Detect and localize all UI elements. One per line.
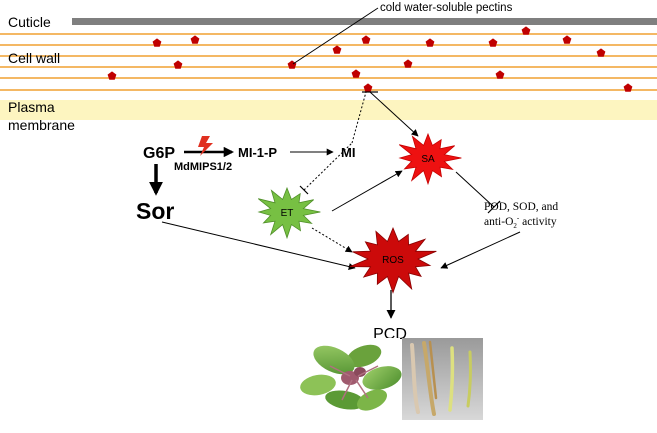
plasma-membrane-label-line1: Plasma (8, 99, 55, 115)
et-inhibit-bar (299, 185, 309, 195)
sor-to-ros-arrow (161, 221, 356, 270)
pectin-marker (521, 26, 531, 35)
mi-to-pectin-link (351, 91, 367, 144)
activity-line2: anti-O2- activity (484, 214, 557, 230)
pectin-marker (287, 60, 297, 69)
pectin-to-sa-arrow (369, 91, 419, 137)
pectin-marker (495, 70, 505, 79)
plasma-membrane-label-line2: membrane (8, 117, 75, 133)
enzyme-label: MdMIPS1/2 (174, 161, 232, 173)
cuticle-label: Cuticle (8, 14, 51, 30)
pectin-marker (361, 35, 371, 44)
activity-prefix: anti-O (484, 216, 513, 228)
ros-burst (349, 226, 437, 294)
pectin-marker (562, 35, 572, 44)
pectin-marker (363, 83, 373, 92)
pectin-marker (107, 71, 117, 80)
pectin-marker (403, 59, 413, 68)
sa-burst (398, 132, 462, 186)
pectin-marker (351, 69, 361, 78)
sor-label: Sor (136, 198, 174, 224)
cuticle-layer (72, 18, 657, 25)
plant-photo (300, 338, 402, 420)
plasma-membrane-layer (0, 100, 657, 120)
lightning-icon (198, 136, 213, 156)
pectin-marker (425, 38, 435, 47)
g6p-label: G6P (143, 145, 175, 162)
pectin-group (107, 26, 633, 92)
sa-label: SA (421, 154, 435, 165)
et-to-sa-arrow (331, 170, 403, 212)
mi1p-label: MI-1-P (238, 145, 277, 160)
sa-inhibit-bar (487, 200, 501, 214)
et-burst (257, 186, 321, 240)
seedling-photo (402, 338, 483, 420)
activity-line1: POD, SOD, and (484, 201, 558, 213)
et-label: ET (281, 208, 294, 219)
pectin-marker (332, 45, 342, 54)
activity-to-ros-arrow (440, 231, 521, 269)
et-to-ros-arrow (311, 227, 353, 253)
pectin-callout-line (292, 7, 379, 65)
pectin-marker (173, 60, 183, 69)
pectin-marker (152, 38, 162, 47)
pectin-marker (488, 38, 498, 47)
activity-sub: 2 (513, 222, 517, 230)
cell-wall-lines (0, 33, 657, 91)
activity-suffix: activity (519, 216, 557, 228)
activity-sup: - (517, 214, 520, 222)
sa-inhibits-activity (455, 171, 495, 208)
pectin-marker (596, 48, 606, 57)
cell-wall-label: Cell wall (8, 50, 60, 66)
mi-label: MI (341, 145, 355, 160)
et-inhibits-mi (303, 142, 353, 191)
ros-label: ROS (382, 255, 404, 266)
pectin-marker (623, 83, 633, 92)
pectin-marker (190, 35, 200, 44)
pectin-callout-label: cold water-soluble pectins (380, 2, 513, 14)
